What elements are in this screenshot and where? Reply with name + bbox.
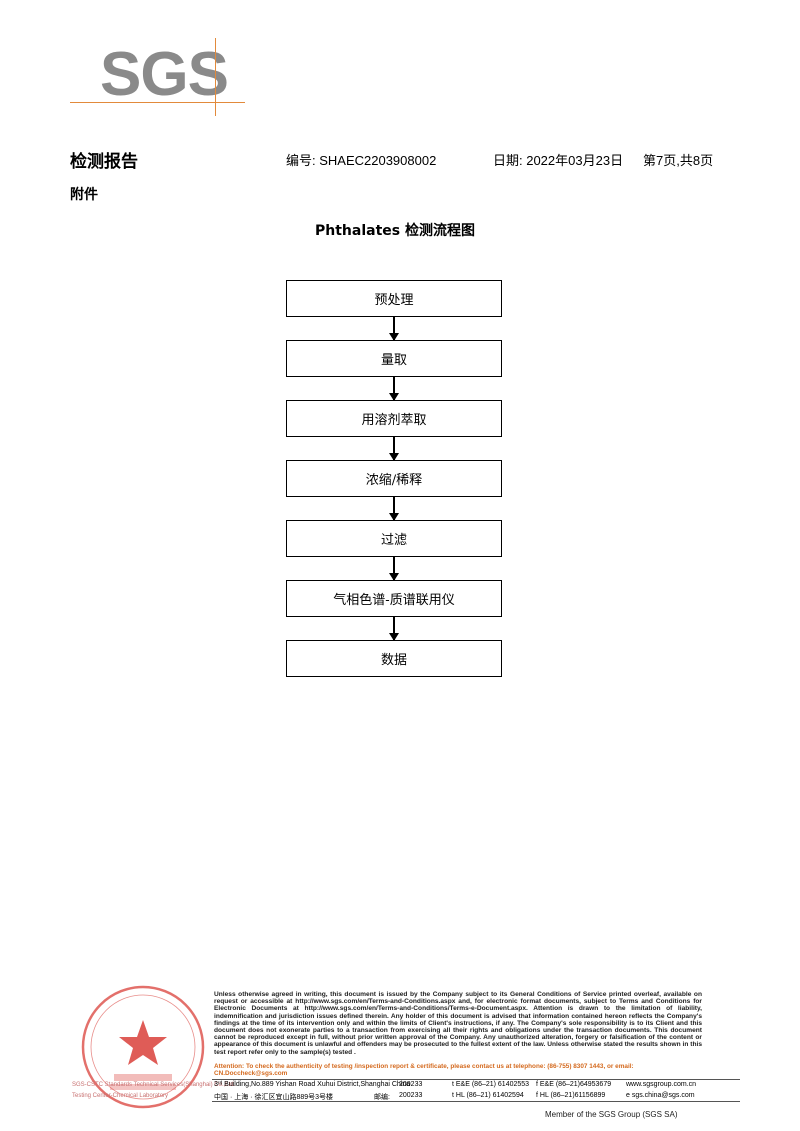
tel-cn: t HL (86–21) 61402594 bbox=[452, 1092, 524, 1099]
flow-arrow bbox=[389, 377, 399, 401]
address-row-chinese: 中国 · 上海 · 徐汇区宜山路889号3号楼 邮编: 200233 t HL … bbox=[214, 1092, 704, 1102]
flowchart-title: Phthalates 检测流程图 bbox=[315, 223, 475, 239]
stamp-caption: SGS-CSTC Standards Technical Services(Sh… bbox=[72, 1082, 236, 1099]
sgs-logo-text: SGS bbox=[100, 40, 229, 109]
footer-divider bbox=[212, 1101, 740, 1102]
flow-arrow bbox=[389, 617, 399, 641]
tel-en: t E&E (86–21) 61402553 bbox=[452, 1081, 530, 1088]
address-row-english: 3ʳᵈ Building,No.889 Yishan Road Xuhui Di… bbox=[214, 1081, 704, 1091]
annex-label: 附件 bbox=[70, 187, 98, 203]
zip-cn: 200233 bbox=[399, 1092, 423, 1099]
flow-step-measure: 量取 bbox=[286, 340, 502, 377]
authenticity-notice: Attention: To check the authenticity of … bbox=[214, 1063, 634, 1078]
flow-step-solvent-extraction: 用溶剂萃取 bbox=[286, 400, 502, 437]
flow-arrow bbox=[389, 557, 399, 581]
company-seal-stamp bbox=[81, 985, 205, 1109]
zip-cn-label: 邮编: bbox=[374, 1094, 390, 1101]
member-of-sgs-group: Member of the SGS Group (SGS SA) bbox=[545, 1110, 678, 1119]
sgs-logo: SGS bbox=[70, 30, 245, 116]
flow-arrow bbox=[389, 317, 399, 341]
legal-disclaimer: Unless otherwise agreed in writing, this… bbox=[214, 991, 702, 1056]
flow-step-gc-ms: 气相色谱-质谱联用仪 bbox=[286, 580, 502, 617]
report-date: 日期: 2022年03月23日 bbox=[493, 153, 624, 168]
footer-divider bbox=[212, 1079, 740, 1080]
star-icon bbox=[119, 1020, 167, 1065]
flow-step-filtration: 过滤 bbox=[286, 520, 502, 557]
flow-arrow bbox=[389, 497, 399, 521]
flow-step-pretreatment: 预处理 bbox=[286, 280, 502, 317]
address-en: 3ʳᵈ Building,No.889 Yishan Road Xuhui Di… bbox=[214, 1081, 411, 1088]
flow-arrow bbox=[389, 437, 399, 461]
address-cn: 中国 · 上海 · 徐汇区宜山路889号3号楼 bbox=[214, 1094, 334, 1101]
logo-horizontal-rule bbox=[70, 102, 245, 103]
zip-en: 200233 bbox=[399, 1081, 423, 1088]
page-number: 第7页,共8页 bbox=[643, 153, 714, 168]
website: www.sgsgroup.com.cn bbox=[626, 1081, 697, 1088]
flow-step-data: 数据 bbox=[286, 640, 502, 677]
report-title: 检测报告 bbox=[70, 152, 138, 172]
report-number: 编号: SHAEC2203908002 bbox=[286, 153, 437, 168]
fax-cn: f HL (86–21)61156899 bbox=[536, 1092, 606, 1099]
flow-step-concentrate-dilute: 浓缩/稀释 bbox=[286, 460, 502, 497]
email: e sgs.china@sgs.com bbox=[626, 1092, 695, 1099]
logo-vertical-rule bbox=[215, 38, 216, 116]
fax-en: f E&E (86–21)64953679 bbox=[536, 1081, 612, 1088]
